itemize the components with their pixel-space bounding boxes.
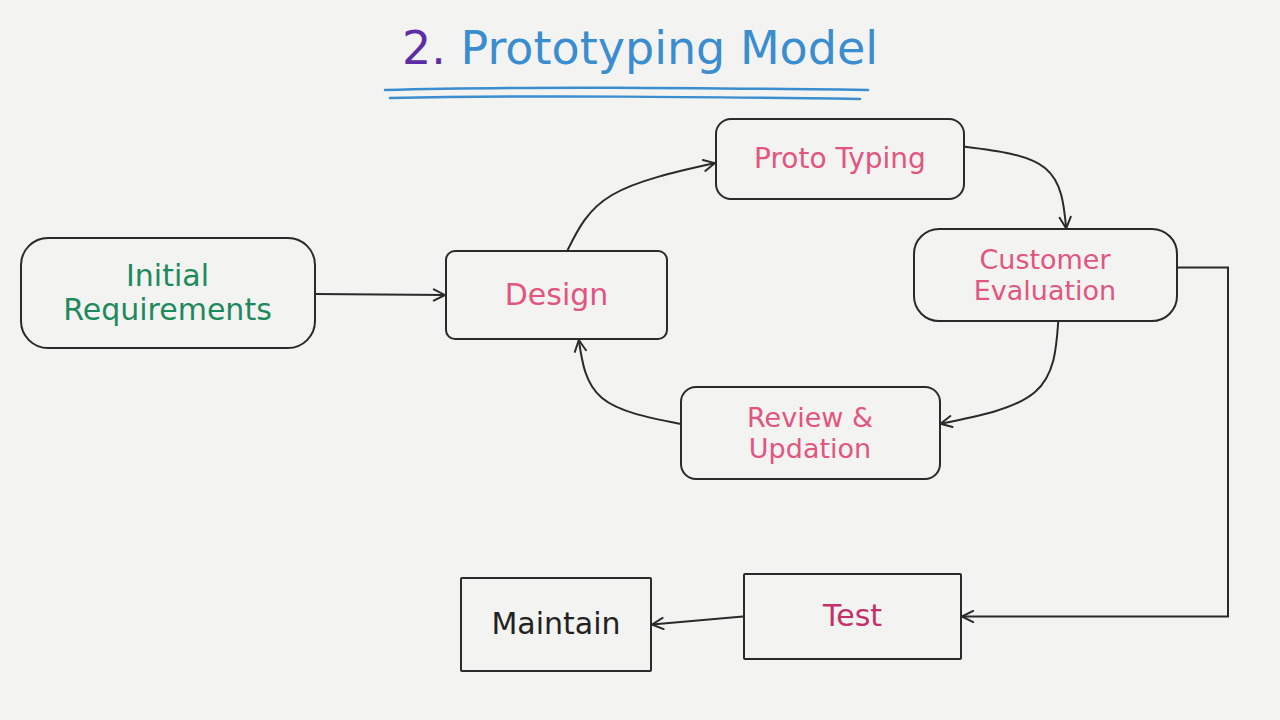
node-label: Design (505, 278, 609, 313)
title-underline (390, 96, 860, 99)
flow-arrow (316, 293, 446, 296)
node-label: Proto Typing (754, 143, 926, 175)
flow-arrow (941, 322, 1059, 424)
process-box: Maintain (460, 577, 652, 672)
title-underline (385, 88, 868, 90)
flow-arrow (568, 163, 715, 250)
start-box: Initial Requirements (20, 237, 316, 349)
diagram-title: 2. Prototyping Model (0, 20, 1280, 76)
process-box: Proto Typing (715, 118, 965, 200)
flow-arrow (579, 340, 680, 424)
node-label: Initial Requirements (36, 259, 300, 328)
node-label: Customer Evaluation (929, 244, 1162, 306)
node-label: Test (823, 599, 882, 634)
node-label: Maintain (491, 607, 620, 642)
process-box: Customer Evaluation (913, 228, 1178, 321)
node-label: Review & Updation (696, 402, 925, 464)
flow-arrow (652, 617, 743, 625)
flow-arrow (965, 147, 1066, 229)
process-box: Review & Updation (680, 386, 941, 479)
process-box: Design (445, 250, 668, 340)
process-box: Test (743, 573, 962, 660)
